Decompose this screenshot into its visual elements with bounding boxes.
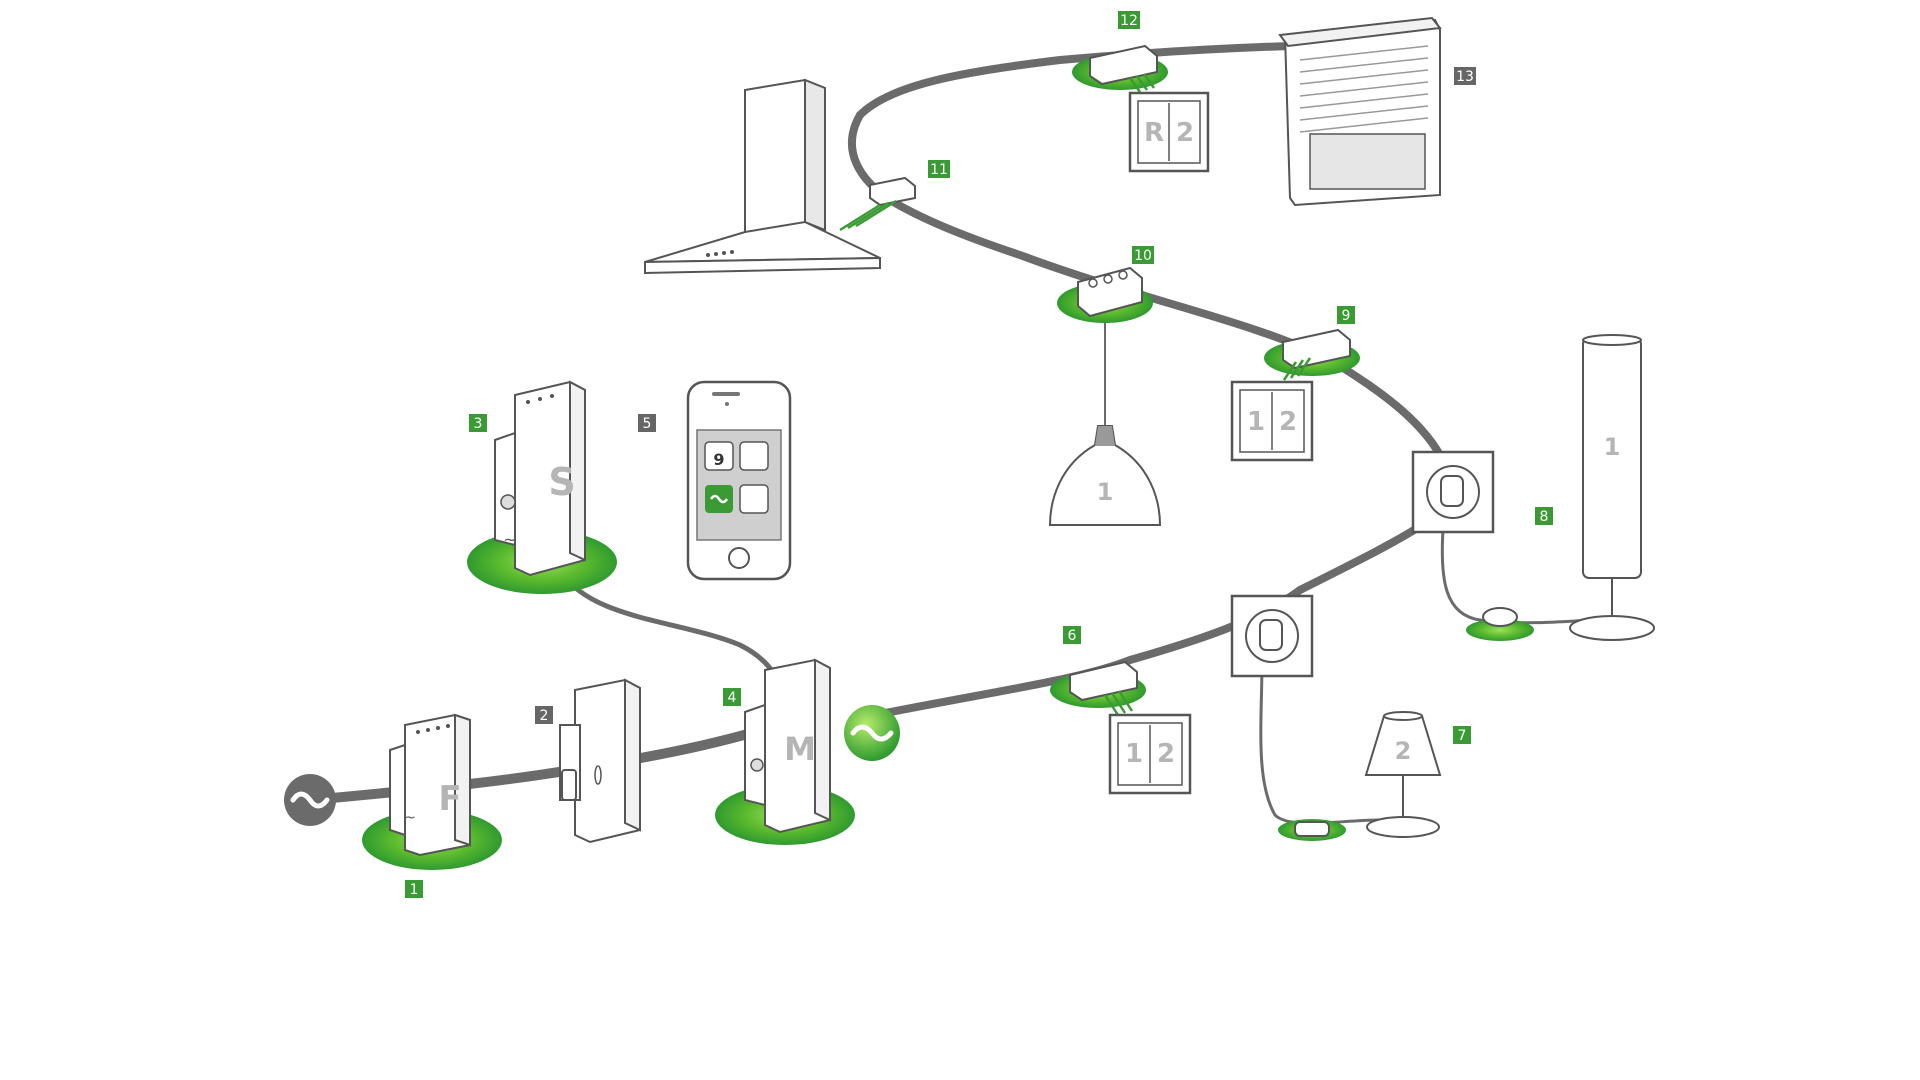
master-module: M [715,658,855,845]
switch-6-left: 1 [1125,739,1143,769]
range-hood-icon [644,78,916,275]
switch-6-right: 2 [1157,739,1175,769]
filter-module: F ~ [362,713,502,870]
svg-text:2: 2 [540,708,549,724]
tag-12: 12 [1118,11,1140,29]
floor-lamp-cord [1440,528,1592,625]
tag-11: 11 [928,160,950,178]
svg-text:~: ~ [503,530,516,549]
power-socket-icon [1230,594,1314,678]
tag-13: 13 [1454,67,1476,85]
svg-text:4: 4 [728,690,737,706]
lamp-icon: 1 [1466,334,1655,641]
svg-text:7: 7 [1458,728,1467,744]
tag-9: 9 [1337,306,1355,324]
power-socket-icon [1411,450,1495,534]
light-switch-icon: 1 2 [1108,713,1192,795]
ac-signal-icon [844,705,900,761]
lamp-icon: 1 [1048,266,1162,526]
switch-12-right: 2 [1176,118,1194,148]
server-link-cable [557,567,788,703]
svg-text:13: 13 [1456,69,1474,85]
roller-shutter-icon [1278,16,1442,207]
socket-lamp-cord [1259,658,1382,825]
actuator-6 [1050,660,1146,716]
svg-text:9: 9 [1342,308,1351,324]
svg-text:1: 1 [410,882,419,898]
svg-text:5: 5 [643,416,652,432]
tag-3: 3 [469,414,487,432]
tag-5: 5 [638,414,656,432]
smartphone-icon: 9 [686,380,792,581]
svg-text:10: 10 [1134,248,1152,264]
tag-6: 6 [1063,626,1081,644]
tag-10: 10 [1132,246,1154,264]
switch-9-right: 2 [1279,407,1297,437]
pendant-label: 1 [1097,478,1114,506]
table-lamp-label: 2 [1395,737,1412,765]
filter-letter: F [438,779,461,819]
tag-2: 2 [535,706,553,724]
ac-source-icon [284,774,336,826]
tag-8: 8 [1535,507,1553,525]
actuator-12 [1072,44,1168,93]
svg-text:11: 11 [930,162,948,178]
svg-text:3: 3 [474,416,483,432]
circuit-breaker-icon [559,678,641,844]
tag-4: 4 [723,688,741,706]
lamp-icon: 2 [1278,711,1442,841]
server-module: S ~ [467,380,617,594]
tag-1: 1 [405,880,423,898]
master-letter: M [784,730,816,768]
switch-12-left: R [1144,118,1164,148]
svg-text:~: ~ [404,810,416,826]
main-cable [305,717,795,805]
floor-lamp-label: 1 [1604,433,1621,461]
switch-9-left: 1 [1247,407,1265,437]
light-switch-icon: 1 2 [1230,380,1314,462]
svg-text:6: 6 [1068,628,1077,644]
phone-calendar-day: 9 [713,450,724,469]
server-letter: S [548,460,575,504]
actuator-9 [1264,328,1360,381]
tag-7: 7 [1453,726,1471,744]
light-switch-icon: R 2 [1128,91,1210,173]
svg-text:8: 8 [1540,509,1549,525]
svg-text:12: 12 [1120,13,1138,29]
